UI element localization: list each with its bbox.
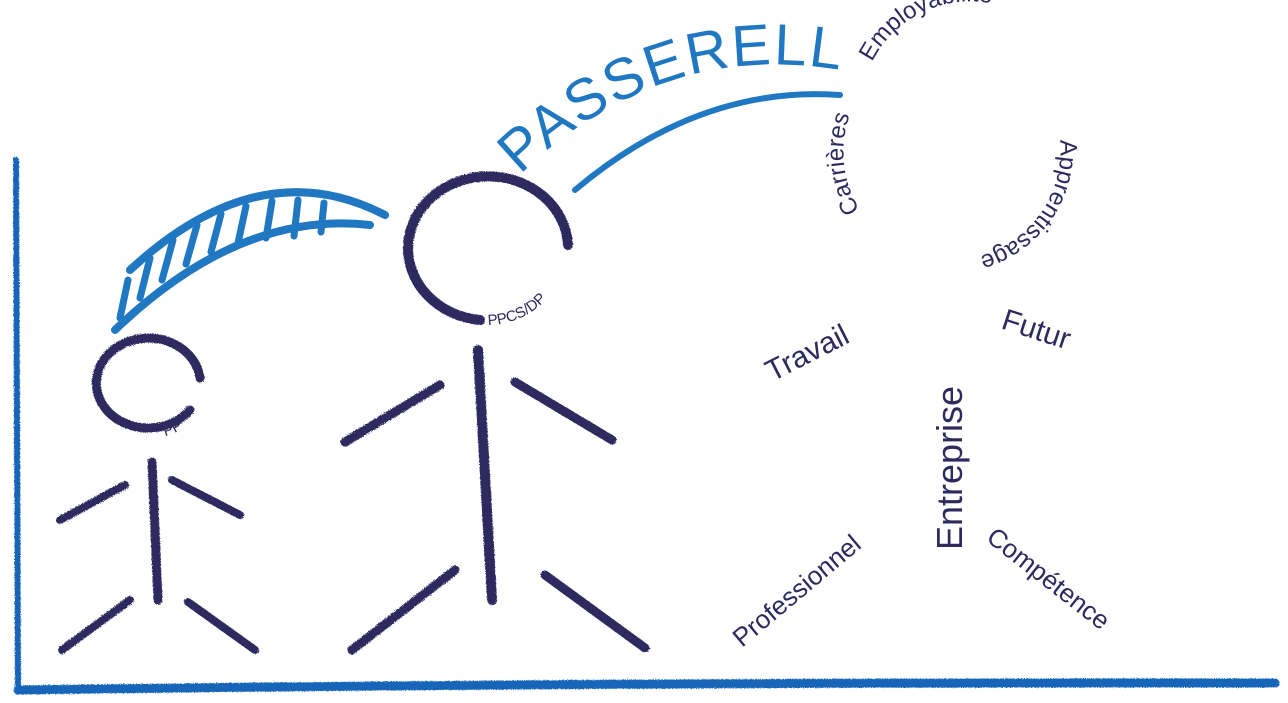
small-figure-right-arm bbox=[172, 480, 240, 515]
head-word-employabilite: Employabilité bbox=[854, 0, 995, 65]
bridge-rung bbox=[211, 214, 221, 252]
small-figure bbox=[60, 338, 255, 650]
passerelle-title: PASSERELLE bbox=[0, 0, 848, 184]
bridge-rail-bottom bbox=[115, 223, 370, 330]
small-figure-right-leg bbox=[188, 602, 255, 650]
left-leg-word: Professionnel bbox=[727, 528, 867, 652]
medium-figure-right-leg bbox=[545, 575, 645, 648]
small-figure-left-arm bbox=[60, 485, 125, 520]
small-figure-left-leg bbox=[62, 600, 130, 650]
bridge-rung bbox=[120, 280, 128, 318]
bridge-rung bbox=[294, 200, 298, 236]
medium-figure-label: PPCS/DP bbox=[487, 290, 549, 329]
head-word-carrieres: Carrières bbox=[822, 109, 865, 220]
bridge-rung bbox=[186, 225, 197, 264]
bridge-ladder bbox=[115, 192, 385, 330]
frame-left-edge bbox=[16, 160, 18, 690]
head-word-apprentissage: Apprentissage bbox=[977, 140, 1081, 277]
medium-figure-left-leg bbox=[352, 570, 455, 650]
medium-figure-right-arm bbox=[515, 382, 612, 440]
medium-figure bbox=[345, 176, 645, 650]
left-arm-word: Travail bbox=[760, 318, 854, 388]
frame-bottom-edge bbox=[18, 683, 1275, 690]
right-leg-word: Compétence bbox=[981, 521, 1116, 635]
body-word: Entreprise bbox=[929, 386, 970, 550]
medium-figure-left-arm bbox=[345, 385, 440, 442]
passerelle-title-group: PASSERELLE bbox=[0, 0, 848, 190]
bridge-rung bbox=[321, 203, 324, 232]
bridge-rung bbox=[238, 206, 246, 243]
small-figure-body bbox=[152, 462, 158, 600]
right-arm-word: Futur bbox=[998, 303, 1075, 356]
medium-figure-body bbox=[478, 350, 492, 600]
small-figure-head bbox=[96, 338, 200, 428]
